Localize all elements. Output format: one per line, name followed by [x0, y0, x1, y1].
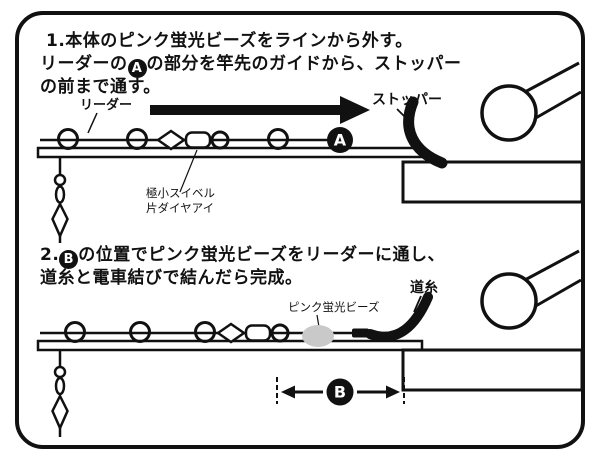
step1-text-line3: の前まで通す。 [40, 77, 161, 97]
step2-text-line2: 道糸と電車結びで結んだら完成。 [40, 268, 303, 288]
badge-b [326, 378, 354, 406]
main-line-curve [365, 292, 433, 342]
large-guide-ring [480, 84, 538, 142]
train-knot [352, 328, 369, 338]
rod-tip-line [533, 90, 582, 121]
swivel-barrel [184, 131, 212, 149]
pink-bead-label: ピンク蛍光ビーズ [288, 300, 379, 314]
swivel-note-pointer [179, 149, 198, 193]
step1-line2-pre: リーダーの [40, 54, 128, 74]
outer-border [15, 11, 585, 449]
direction-arrow-head [340, 96, 370, 124]
diagram-step2: 道糸 ピンク蛍光ビーズ [36, 249, 584, 437]
rod-tip-line [533, 278, 582, 309]
rod-tip-line [522, 249, 580, 283]
guide-ring [194, 321, 216, 343]
guide-ring [64, 321, 86, 343]
diagram-step1: リーダー ストッパー A [36, 61, 584, 243]
b-arrow-left-head [281, 385, 295, 399]
swivel-barrel [244, 324, 272, 342]
stopper-curve [403, 96, 448, 169]
step2-line1-post: の位置でピンク蛍光ビーズをリーダーに通し、 [78, 245, 445, 265]
guide-ring [57, 128, 79, 150]
leader-label: リーダー [80, 97, 132, 113]
leader-pointer-line [87, 112, 98, 134]
badge-a [327, 127, 353, 153]
large-guide-ring [480, 272, 538, 330]
badge-a-label: A [334, 131, 347, 150]
snap-ring [53, 173, 67, 187]
rod-blank [36, 146, 424, 159]
guide-ring [126, 128, 148, 150]
badge-b-label: B [334, 383, 346, 402]
swivel-ring [210, 130, 230, 150]
swivel-note-line1: 極小スイベル [146, 186, 215, 200]
pink-bead-pointer [316, 314, 320, 328]
rod-butt-section [401, 160, 584, 204]
step1-text-line1: 1.本体のピンク蛍光ビーズをラインから外す。 [46, 31, 413, 51]
step1-line2-post: の部分を竿先のガイドから、ストッパー [146, 54, 462, 74]
rod-butt-section [401, 348, 584, 392]
swivel-ring [270, 323, 290, 343]
step2-line1-pre: 2. [40, 245, 60, 265]
swivel-diamond-eye [155, 129, 187, 151]
pink-bead [302, 325, 334, 347]
stopper-label: ストッパー [372, 92, 442, 108]
b-arrow-right-head [386, 385, 400, 399]
guide-ring [267, 128, 289, 150]
swivel-note-line2: 片ダイヤアイ [146, 201, 214, 215]
main-line-label: 道糸 [410, 279, 438, 296]
step2-inline-badge-b: B [59, 250, 79, 269]
main-line-pointer [413, 295, 422, 313]
guide-ring [129, 321, 151, 343]
step1-inline-badge-a: A [127, 59, 147, 78]
swivel-diamond-eye [215, 322, 247, 344]
rod-tip-line [522, 61, 580, 95]
